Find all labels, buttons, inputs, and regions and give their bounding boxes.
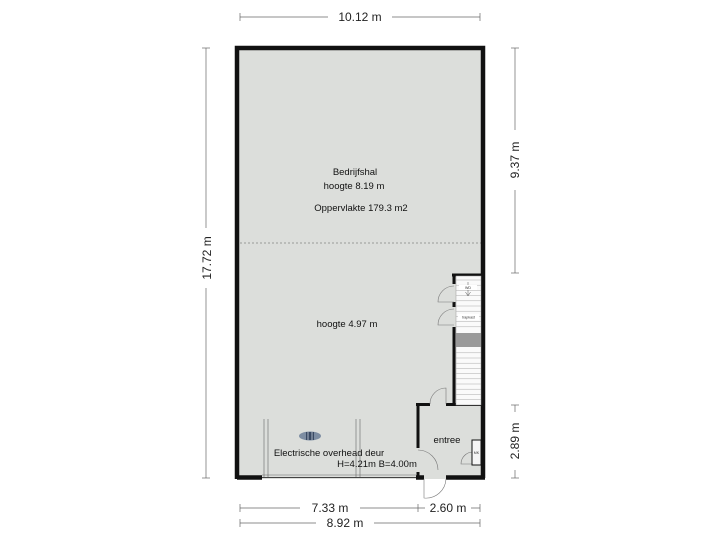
hall-height-lower: hoogte 4.97 m — [317, 319, 378, 330]
hall-height-upper: hoogte 8.19 m — [324, 181, 385, 192]
hall-area: Oppervlakte 179.3 m2 — [314, 203, 407, 214]
hall-name: Bedrijfshal — [333, 167, 377, 178]
room-labels: Bedrijfshal hoogte 8.19 m Oppervlakte 17… — [274, 167, 461, 470]
dimension-labels: 10.12 m 17.72 m 9.37 m 2.89 m 7.33 m 2.6… — [198, 9, 523, 531]
dim-left-height: 17.72 m — [200, 236, 214, 279]
door-openings — [416, 284, 456, 472]
dim-right-lower: 2.89 m — [508, 423, 522, 460]
entrance-label: entree — [434, 435, 461, 446]
staircase: WD trapkast — [455, 275, 482, 406]
door-swings — [417, 285, 474, 499]
overhead-door-motor-icon — [299, 431, 321, 441]
meter-cupboard — [471, 439, 482, 466]
overhead-door — [262, 419, 416, 478]
dim-right-upper: 9.37 m — [508, 142, 522, 179]
floor-area — [237, 48, 483, 479]
stair-landing — [456, 333, 481, 347]
dim-top-width: 10.12 m — [338, 10, 381, 24]
stair-label-top: WD — [465, 286, 471, 290]
overhead-door-label: Electrische overhead deur — [274, 448, 384, 459]
dim-bottom-right: 2.60 m — [430, 501, 467, 515]
dim-bottom-total: 8.92 m — [327, 516, 364, 530]
meter-cupboard-label: MK — [474, 451, 480, 455]
dim-bottom-left: 7.33 m — [312, 501, 349, 515]
stair-label-middle: trapkast — [462, 316, 475, 320]
overhead-door-size: H=4.21m B=4.00m — [337, 459, 417, 470]
